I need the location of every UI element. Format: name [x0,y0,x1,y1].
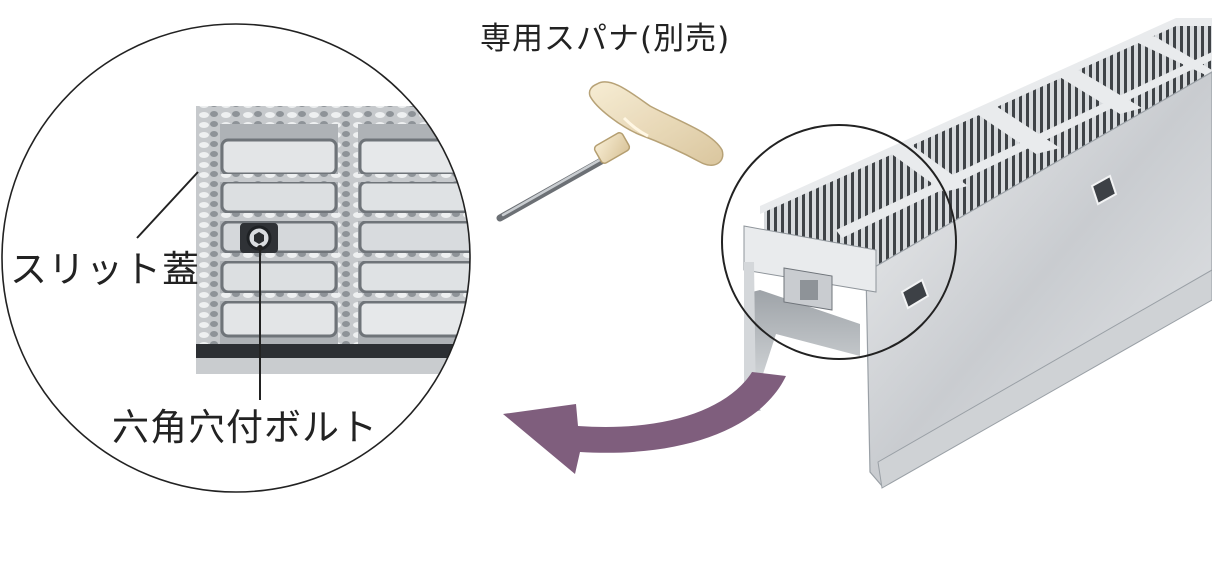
slit-cover-leader [136,171,199,239]
spanner-image [496,81,724,222]
hex-bolt-label: 六角穴付ボルト [112,406,378,449]
closeup-photo [196,106,470,374]
gutter-image [715,18,1212,489]
spanner-label: 専用スパナ(別売) [480,21,731,57]
hex-bolt-closeup [240,223,278,253]
detail-marker-circle [721,124,957,360]
slit-cover-label: スリット蓋 [10,248,200,291]
zoom-circle-outline [1,23,471,493]
zoom-detail [1,23,471,493]
curved-arrow [503,372,786,474]
